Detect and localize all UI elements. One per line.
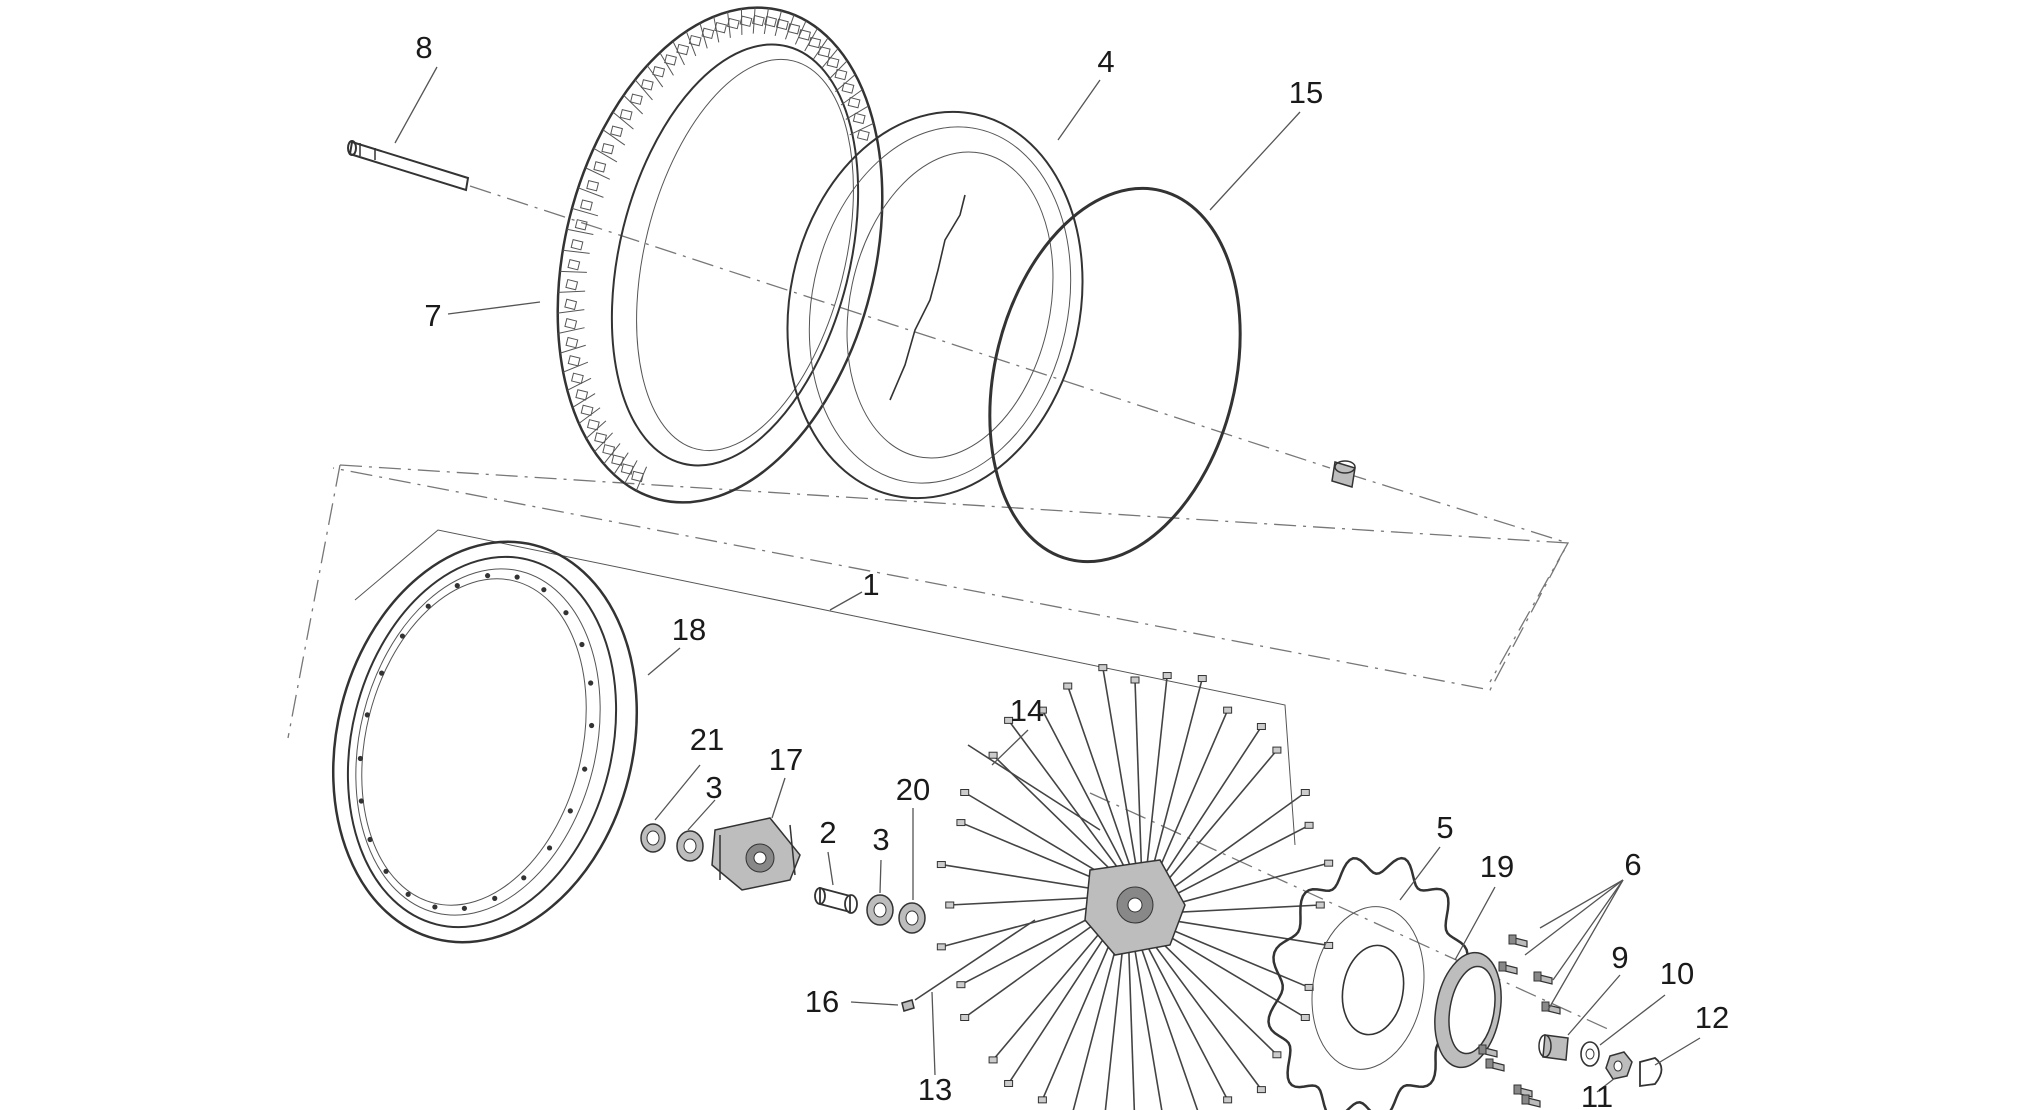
spacer-part [1331,460,1356,488]
bearing-3-right-part [866,894,894,926]
callout-20: 20 [896,772,930,807]
spacer-bush-part [814,886,858,914]
inner-tube-part [786,110,1084,500]
callout-7: 7 [424,298,441,333]
tyre-part [556,6,884,504]
callout-3-left: 3 [705,770,722,805]
assembly-group-outline [287,464,1570,739]
disc-bolts-part [1478,934,1561,1108]
callout-11: 11 [1581,1079,1613,1110]
callout-10: 10 [1660,956,1694,991]
hub-part [711,817,801,891]
callout-9: 9 [1611,940,1628,975]
callout-17: 17 [769,742,803,777]
callout-5: 5 [1436,810,1453,845]
callout-13: 13 [918,1072,952,1107]
cap-12-part [1639,1057,1663,1088]
spokes-part [936,664,1334,1110]
axle-spacer-9-part [1538,1034,1569,1061]
rim-band-part [988,186,1242,564]
bearing-21-part [640,823,666,853]
callout-8: 8 [415,30,432,65]
tone-wheel-part [1434,951,1502,1069]
washer-10-part [1580,1041,1600,1067]
callout-19: 19 [1480,849,1514,884]
assembly-bracket [354,529,1296,846]
spoke-loose-14 [967,744,1101,831]
callout-21: 21 [690,722,724,757]
bearing-3-left-part [676,830,704,862]
callout-6: 6 [1624,847,1641,882]
callout-12: 12 [1695,1000,1729,1035]
callout-1: 1 [862,567,879,602]
bearing-20-part [898,902,926,934]
spoke-loose-13 [914,919,1036,1001]
axle-centerline [469,185,1611,1031]
leader-lines [394,66,1701,1093]
rim-part [331,540,639,944]
callout-14: 14 [1010,693,1044,728]
callout-3-right: 3 [872,822,889,857]
nipple-part [901,999,915,1012]
nut-11-part [1605,1051,1633,1080]
brake-disc-part [1267,856,1469,1110]
callout-4: 4 [1097,44,1114,79]
callout-16: 16 [805,984,839,1019]
callout-18: 18 [672,612,706,647]
callout-labels: 8 4 15 7 1 18 14 21 17 3 2 3 20 5 19 6 9… [415,30,1729,1110]
axle-part [347,140,470,192]
callout-15: 15 [1289,75,1323,110]
callout-2: 2 [819,815,836,850]
